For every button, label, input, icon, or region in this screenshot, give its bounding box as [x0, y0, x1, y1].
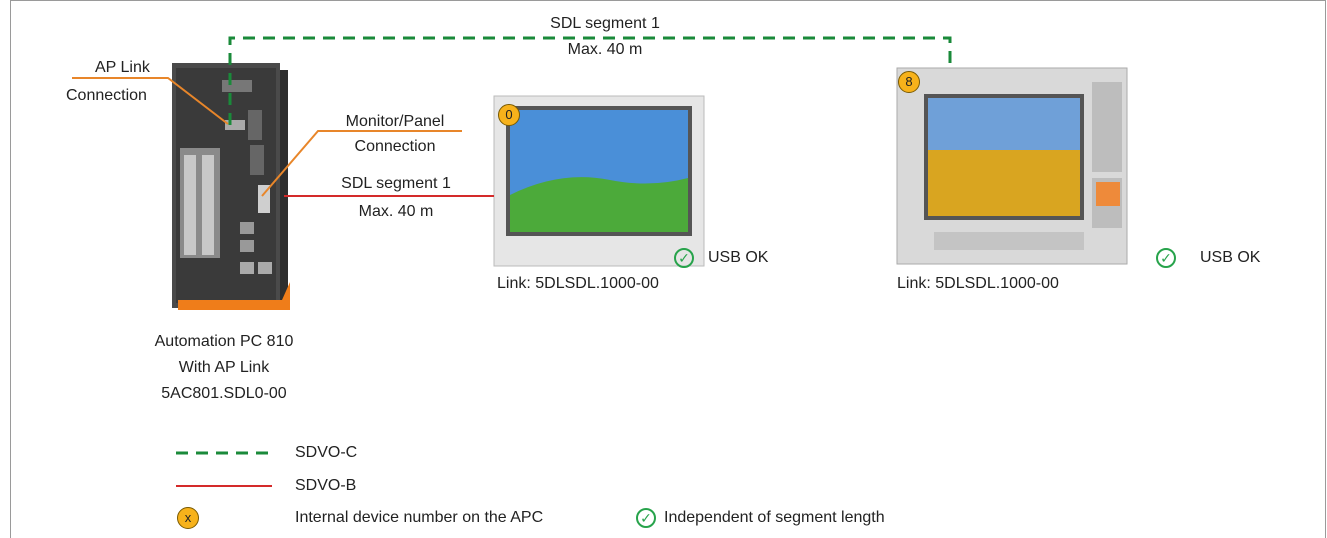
apc-subtitle: With AP Link — [178, 359, 270, 376]
mid-link-label: SDL segment 1 — [341, 175, 451, 192]
top-link-length: Max. 40 m — [567, 41, 643, 58]
panel-0-link: Link: 5DLSDL.1000-00 — [497, 275, 659, 292]
apc-name: Automation PC 810 — [154, 333, 294, 350]
panel-0-check-icon: ✓ — [674, 248, 694, 268]
legend-check-icon: ✓ — [636, 508, 656, 528]
apc-part-number: 5AC801.SDL0-00 — [161, 385, 287, 402]
sdvo-c-link-line — [228, 36, 952, 125]
panel-8-badge: 8 — [898, 71, 920, 93]
legend-badge-icon: x — [177, 507, 199, 529]
ap-link-leader — [72, 77, 229, 125]
diagram-frame — [10, 0, 1326, 538]
legend-device-number-label: Internal device number on the APC — [295, 509, 544, 526]
panel-8-link: Link: 5DLSDL.1000-00 — [897, 275, 1059, 292]
monitor-connection-leader — [261, 130, 462, 197]
monitor-connection-label: Connection — [354, 138, 436, 155]
panel-0-badge: 0 — [498, 104, 520, 126]
top-link-label: SDL segment 1 — [550, 15, 660, 32]
legend-sdvo-b-label: SDVO-B — [295, 477, 357, 494]
panel-8-check-icon: ✓ — [1156, 248, 1176, 268]
mid-link-length: Max. 40 m — [358, 203, 434, 220]
panel-0-usb-status: USB OK — [708, 249, 769, 266]
monitor-panel-label: Monitor/Panel — [345, 113, 445, 130]
legend-sdvo-c-label: SDVO-C — [295, 444, 358, 461]
ap-link-connection-label: Connection — [66, 87, 147, 104]
automation-pc-image — [172, 63, 290, 310]
legend-check-label: Independent of segment length — [664, 509, 885, 526]
ap-link-label: AP Link — [95, 59, 150, 76]
panel-8-usb-status: USB OK — [1200, 249, 1261, 266]
panel-0-image — [493, 95, 705, 267]
panel-8-image — [896, 67, 1128, 265]
